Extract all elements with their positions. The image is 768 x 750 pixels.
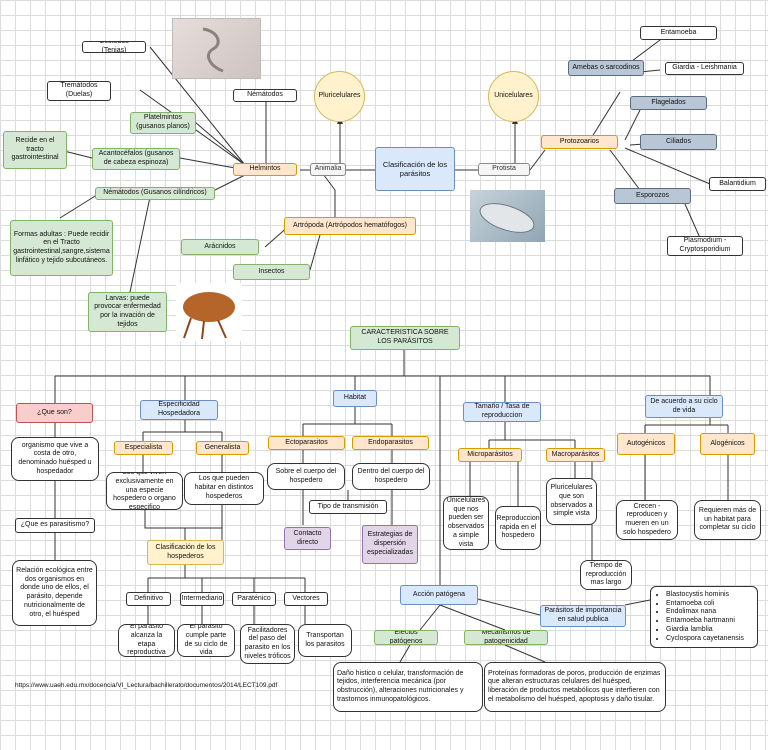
especialista-node: Especialista [114, 441, 173, 455]
definitivo-node: Definitivo [126, 592, 171, 606]
larvas-node: Larvas: puede provocar enfermedad por la… [88, 292, 167, 332]
sobre-cuerpo-node: Sobre el cuerpo del hospedero [267, 463, 345, 490]
parasitos-importancia-node: Parásitos de importancia en salud public… [540, 605, 626, 627]
intermediario-desc: El parasito cumple parte de su ciclo de … [177, 624, 235, 657]
aracnidos-node: Arácnidos [181, 239, 259, 255]
flagelados-node: Flagelados [630, 96, 707, 110]
nematodos-cil-node: Némátodos (Gusanos cilíndricos) [95, 187, 215, 200]
unicelulares-desc: Unicelulares que nos pueden ser observad… [443, 496, 489, 550]
dano-node: Daño histico o celular, transformación d… [333, 662, 483, 712]
efectos-node: Efectos patógenos [374, 630, 438, 645]
generalista-node: Generalista [196, 441, 249, 455]
clasif-hospederos-node: Clasificación de los hospederos [147, 540, 224, 565]
mecanismos-node: Mecanismos de patogenicidad [464, 630, 548, 645]
clasificacion-node: Clasificación de los parásitos [375, 147, 455, 191]
platelmintos-node: Platelmintos (gusanos planos) [130, 112, 196, 134]
vectores-desc: Transportan los parasitos [298, 624, 352, 657]
plasmodium-node: Plasmodium - Cryptosporidium [667, 236, 743, 256]
protozoarios-node: Protozoarios [541, 135, 618, 149]
vectores-node: Vectores [284, 592, 328, 606]
paratenico-desc: Facilitadores del paso del parasito en l… [240, 624, 295, 664]
pluricelulares-node: Pluricelulares [314, 71, 365, 122]
tamano-node: Tamaño / Tasa de reproduccion [463, 402, 541, 422]
reproduccion-rapida-node: Reproduccion rapida en el hospedero [495, 506, 541, 550]
balantidium-node: Balantidium [709, 177, 766, 191]
macroparasitos-node: Macroparásitos [546, 448, 605, 462]
requieren-node: Requieren más de un habitat para complet… [694, 500, 761, 540]
que-es-parasitismo-node: ¿Que es parasitismo? [15, 518, 95, 533]
relacion-node: Relación ecológica entre dos organismos … [12, 560, 97, 626]
ciliados-node: Ciliados [640, 134, 717, 150]
proteinas-node: Proteínas formadoras de poros, producció… [484, 662, 666, 712]
helmintos-node: Helmintos [233, 163, 297, 176]
amebas-node: Amebas o sarcodinos [568, 60, 644, 76]
animalia-node: Animalia [310, 163, 346, 176]
definitivo-desc: El parasito alcanza la etapa reproductiv… [118, 624, 175, 657]
intermediario-node: Intermediario [180, 592, 224, 606]
paramecium-icon [479, 203, 535, 233]
caracteristica-node: CARACTERISTICA SOBRE LOS PARÁSITOS [350, 326, 460, 350]
source-url[interactable]: https://www.uaeh.edu.mx/docencia/VI_Lect… [15, 681, 278, 689]
tiempo-largo-node: Tiempo de reproducción mas largo [580, 560, 632, 590]
parasitos-list-node: Blastocystis hominis Entamoeba coli Endo… [650, 586, 758, 648]
paratenico-node: Paraténico [232, 592, 276, 606]
organismo-node: organismo que vive a costa de otro, deno… [11, 437, 99, 481]
especificidad-node: Especificidad Hospedadora [140, 400, 218, 420]
unicelulares-node: Unicelulares [488, 71, 539, 122]
alogenicos-node: Alogénicos [700, 433, 755, 455]
contacto-node: Contacto directo [284, 527, 331, 550]
parasito-item: Blastocystis hominis [666, 591, 744, 600]
trematodos-node: Tremátodos (Duelas) [47, 81, 111, 101]
microparasitos-node: Microparásitos [458, 448, 522, 462]
cestodos-node: Céstodos (Tenias) [82, 41, 146, 53]
formas-adultas-node: Formas adultas : Puede recidir en el Tra… [10, 220, 113, 276]
worm-photo [172, 18, 261, 79]
crecen-node: Crecen - reproducen y mueren en un solo … [616, 500, 678, 540]
parasito-item: Entamoeba hartmanni [666, 617, 744, 626]
ectoparasitos-node: Ectoparasitos [268, 436, 345, 450]
parasito-item: Cyclospora cayetanensis [666, 635, 744, 644]
parasito-item: Endolimax nana [666, 608, 744, 617]
entamoeba-node: Entamoeba [640, 26, 717, 40]
los-que-pueden-node: Los que pueden habitar en distintos hosp… [184, 472, 264, 505]
flea-photo [176, 283, 242, 341]
paramecium-photo [470, 190, 545, 242]
tipo-transmision-node: Tipo de transmisión [309, 500, 387, 514]
ciclo-node: De acuerdo a su ciclo de vida [645, 395, 723, 418]
parasitos-list: Blastocystis hominis Entamoeba coli Endo… [654, 591, 744, 644]
los-que-viven-node: Los que viven exclusivamente en una espe… [106, 472, 183, 510]
artropoda-node: Artrópoda (Artrópodos hematófogos) [284, 217, 416, 235]
autogenicos-node: Autogénicos [617, 433, 675, 455]
parasito-item: Giardia lamblia [666, 626, 744, 635]
esporozoos-node: Esporozos [614, 188, 691, 204]
flea-icon [183, 292, 235, 340]
insectos-node: Insectos [233, 264, 310, 280]
que-son-node: ¿Que son? [16, 403, 93, 423]
habitat-node: Habitat [333, 390, 377, 407]
estrategias-node: Estrategias de dispersión especializadas [362, 525, 418, 564]
accion-node: Acción patógena [400, 585, 478, 605]
acantocefalos-node: Acantocéfalos (gusanos de cabeza espinoz… [92, 148, 180, 170]
endoparasitos-node: Endoparasitos [352, 436, 429, 450]
pluricelulares-desc: Pluricelulares que son observados a simp… [546, 478, 597, 525]
nematodos-top-node: Némátodos [233, 89, 297, 102]
giardia-node: Giardia - Leishmania [665, 62, 744, 75]
protista-node: Protista [478, 163, 530, 176]
dentro-cuerpo-node: Dentro del cuerpo del hospedero [352, 463, 430, 490]
parasito-item: Entamoeba coli [666, 600, 744, 609]
worm-icon [202, 27, 224, 73]
recide-node: Recide en el tracto gastrointestinal [3, 131, 67, 169]
